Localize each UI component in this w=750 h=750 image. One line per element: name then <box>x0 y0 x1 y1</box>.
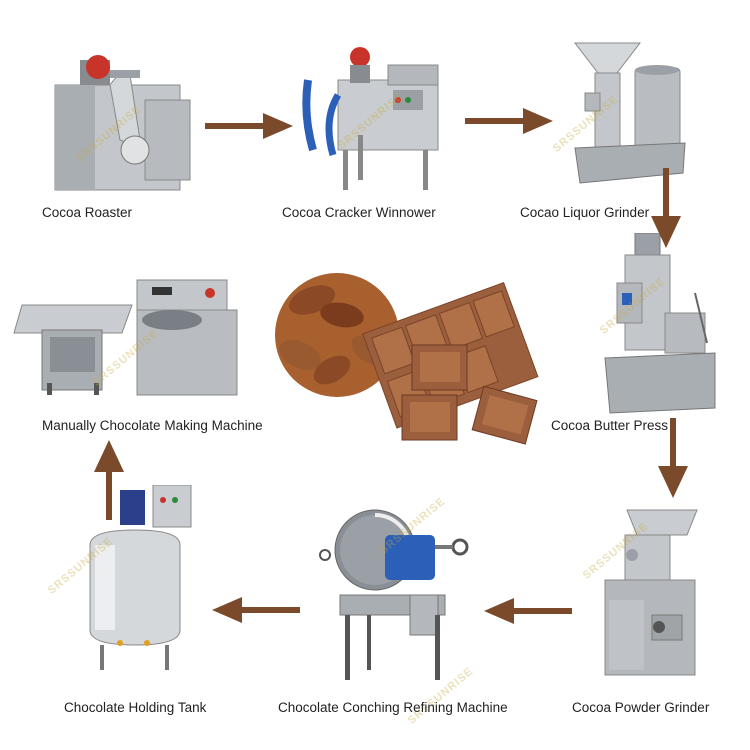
label-cocoa-cracker-winnower: Cocoa Cracker Winnower <box>282 205 436 220</box>
label-cocoa-butter-press: Cocoa Butter Press <box>551 418 669 433</box>
arrow-down-icon <box>651 168 681 248</box>
arrow-up-icon <box>94 440 124 520</box>
holding-tank-icon <box>89 485 192 670</box>
arrow-right-icon <box>205 113 293 139</box>
colloid-grinder-icon <box>573 42 686 184</box>
powder-grinder-icon <box>604 509 698 676</box>
winnower-machine-icon <box>302 47 439 190</box>
tempering-machine-icon <box>13 279 238 396</box>
arrow-left-icon <box>484 598 572 624</box>
arrow-down-icon <box>658 418 688 498</box>
hydraulic-press-icon <box>604 233 716 414</box>
label-cocoa-liquor-grinder: Cocao Liquor Grinder <box>520 205 650 220</box>
label-chocolate-conching-machine: Chocolate Conching Refining Machine <box>278 700 508 715</box>
label-cocoa-roaster: Cocoa Roaster <box>42 205 133 220</box>
roaster-machine-icon <box>54 55 191 191</box>
cocoa-beans-and-chocolate-icon <box>275 273 539 445</box>
arrow-right-icon <box>465 108 553 134</box>
conche-machine-icon <box>319 509 469 680</box>
arrow-left-icon <box>212 597 300 623</box>
label-chocolate-holding-tank: Chocolate Holding Tank <box>64 700 207 715</box>
label-cocoa-powder-grinder: Cocoa Powder Grinder <box>572 700 710 715</box>
label-manual-chocolate-machine: Manually Chocolate Making Machine <box>42 418 263 433</box>
